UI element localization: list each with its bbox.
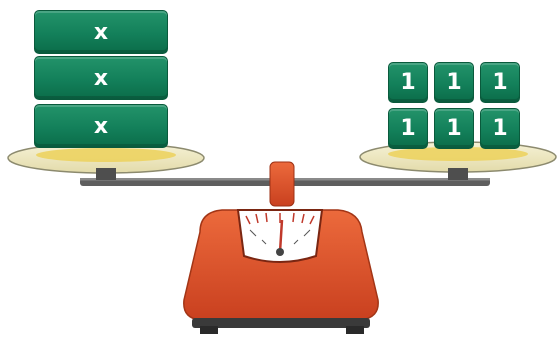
- unit-block: 1: [434, 108, 474, 149]
- unit-block: 1: [480, 62, 520, 103]
- unit-block: 1: [434, 62, 474, 103]
- x-block: x: [34, 56, 168, 100]
- x-block: x: [34, 104, 168, 148]
- x-block: x: [34, 10, 168, 54]
- unit-block: 1: [388, 62, 428, 103]
- scale-dial: [238, 210, 322, 262]
- unit-block: 1: [480, 108, 520, 149]
- scale-post: [270, 162, 294, 206]
- unit-block: 1: [388, 108, 428, 149]
